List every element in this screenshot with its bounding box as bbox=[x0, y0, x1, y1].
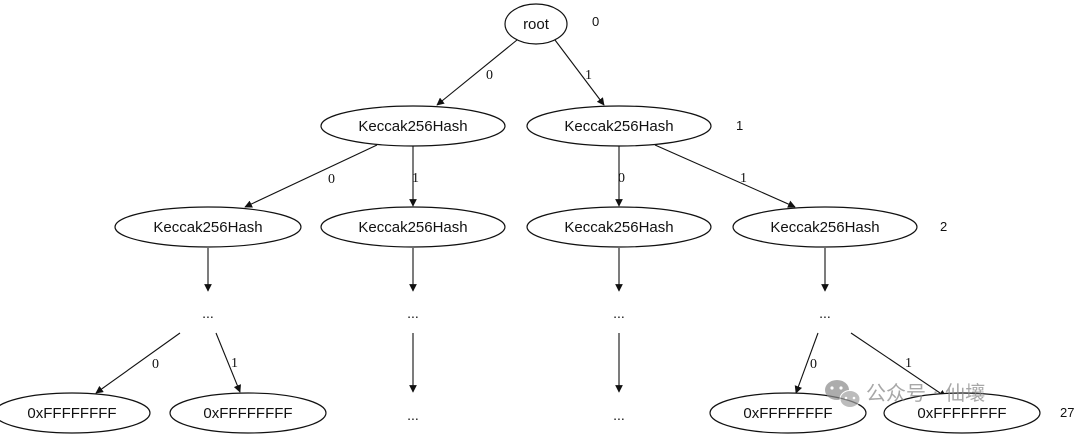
edge-l1right-d: 1 bbox=[654, 144, 796, 208]
node-root: root bbox=[504, 3, 568, 45]
ellipsis-bottom-b: ... bbox=[407, 407, 419, 423]
node-l1-right-label: Keccak256Hash bbox=[564, 118, 673, 135]
node-l1-right: Keccak256Hash bbox=[526, 105, 712, 147]
edge-l1right-c: 0 bbox=[615, 146, 625, 207]
edge-label-l1left-b: 1 bbox=[412, 171, 419, 186]
ellipsis-bottom-c: ... bbox=[613, 407, 625, 423]
edge-l1left-a: 0 bbox=[244, 144, 378, 208]
edge-l1left-b: 1 bbox=[409, 146, 419, 207]
level-label-0: 0 bbox=[592, 14, 599, 29]
node-leaf-c-label: 0xFFFFFFFF bbox=[743, 405, 832, 422]
level-label-27: 27 bbox=[1060, 405, 1074, 420]
node-leaf-d-label: 0xFFFFFFFF bbox=[917, 405, 1006, 422]
edge-label-l1left-a: 0 bbox=[328, 172, 335, 187]
level-label-1: 1 bbox=[736, 118, 743, 133]
node-leaf-a-label: 0xFFFFFFFF bbox=[27, 405, 116, 422]
node-l1-left: Keccak256Hash bbox=[320, 105, 506, 147]
node-root-label: root bbox=[523, 16, 550, 33]
node-leaf-a: 0xFFFFFFFF bbox=[0, 392, 151, 434]
node-leaf-d: 0xFFFFFFFF bbox=[883, 392, 1041, 434]
edge-root-right: 1 bbox=[554, 39, 605, 106]
node-l2-d: Keccak256Hash bbox=[732, 206, 918, 248]
edge-mida-leafa: 0 bbox=[95, 332, 181, 394]
node-l2-b-label: Keccak256Hash bbox=[358, 219, 467, 236]
edge-midd-leafc: 0 bbox=[794, 332, 819, 394]
node-leaf-c: 0xFFFFFFFF bbox=[709, 392, 867, 434]
watermark-text: 公众号 · 仙壤 bbox=[866, 381, 985, 405]
edge-root-left: 0 bbox=[436, 39, 518, 106]
node-l2-c-label: Keccak256Hash bbox=[564, 219, 673, 236]
ellipsis-mid-d: ... bbox=[819, 305, 831, 321]
node-l2-d-label: Keccak256Hash bbox=[770, 219, 879, 236]
edge-label-midd-leafc: 0 bbox=[810, 357, 817, 372]
node-l1-left-label: Keccak256Hash bbox=[358, 118, 467, 135]
edge-label-mida-leafb: 1 bbox=[231, 356, 238, 371]
wechat-icon bbox=[825, 380, 861, 408]
edge-label-mida-leafa: 0 bbox=[152, 357, 159, 372]
node-l2-a: Keccak256Hash bbox=[114, 206, 302, 248]
edge-label-midd-leafd: 1 bbox=[905, 356, 912, 371]
node-l2-c: Keccak256Hash bbox=[526, 206, 712, 248]
level-label-2: 2 bbox=[940, 219, 947, 234]
edge-label-l1right-c: 0 bbox=[618, 171, 625, 186]
node-l2-a-label: Keccak256Hash bbox=[153, 219, 262, 236]
ellipsis-mid-a: ... bbox=[202, 305, 214, 321]
ellipsis-mid-c: ... bbox=[613, 305, 625, 321]
edge-label-l1right-d: 1 bbox=[740, 171, 747, 186]
ellipsis-mid-b: ... bbox=[407, 305, 419, 321]
edge-mida-leafb: 1 bbox=[215, 332, 241, 393]
edge-midd-leafd: 1 bbox=[850, 332, 947, 398]
watermark: 公众号 · 仙壤 bbox=[825, 380, 985, 408]
node-leaf-b-label: 0xFFFFFFFF bbox=[203, 405, 292, 422]
node-leaf-b: 0xFFFFFFFF bbox=[169, 392, 327, 434]
edge-label-root-right: 1 bbox=[585, 68, 592, 83]
edge-label-root-left: 0 bbox=[486, 68, 493, 83]
node-l2-b: Keccak256Hash bbox=[320, 206, 506, 248]
